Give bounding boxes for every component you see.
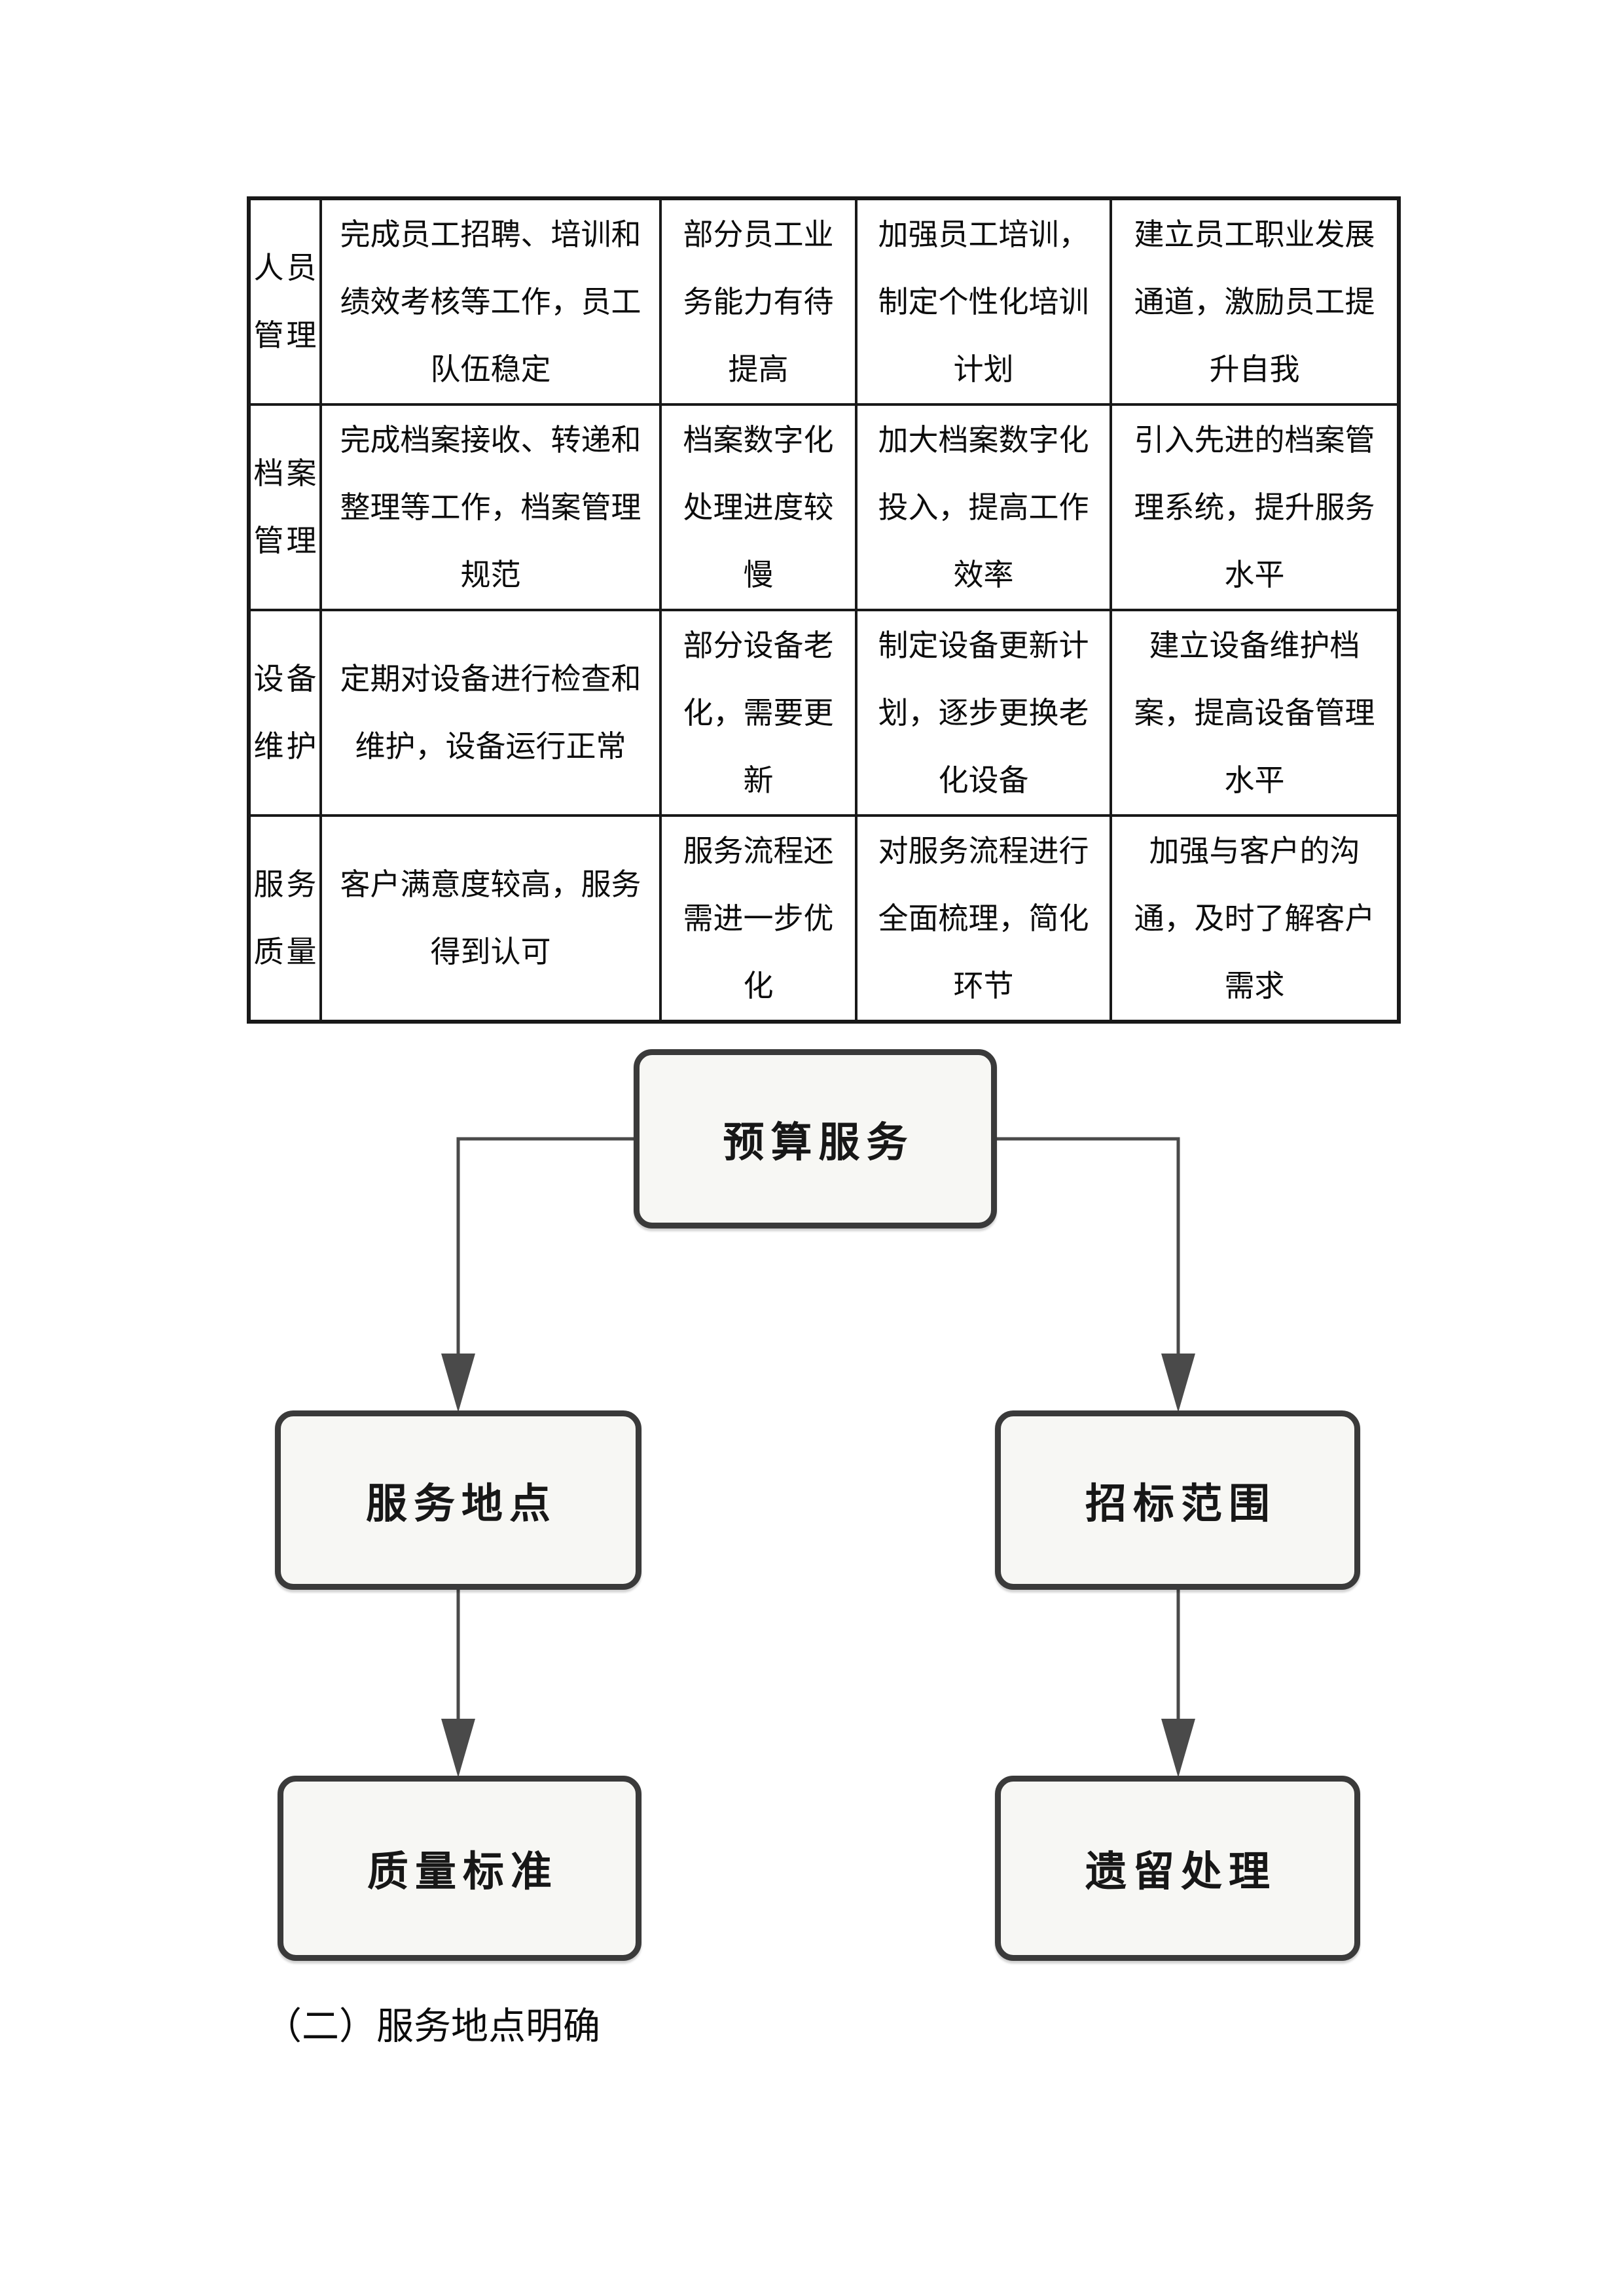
arrowhead-left-branch <box>441 1354 475 1412</box>
measure-cell: 制定设备更新计 划，逐步更换老 化设备 <box>857 611 1110 814</box>
plan-text: 加强与客户的沟 通，及时了解客户 需求 <box>1134 834 1375 1003</box>
row-category-cell: 服务 质量 <box>251 817 319 1020</box>
measure-cell: 对服务流程进行 全面梳理，简化 环节 <box>857 817 1110 1020</box>
plan-cell: 引入先进的档案管 理系统，提升服务 水平 <box>1112 406 1397 609</box>
measure-text: 加大档案数字化 投入，提高工作 效率 <box>878 423 1089 592</box>
row-category-cell: 档案 管理 <box>251 406 319 609</box>
status-cell: 完成档案接收、转递和 整理等工作，档案管理 规范 <box>322 406 659 609</box>
assessment-table: 人员 管理 完成员工招聘、培训和 绩效考核等工作，员工 队伍稳定 部分员工业 务… <box>247 196 1401 1024</box>
flow-node-leaf-right-label: 遗留处理 <box>1085 1849 1276 1895</box>
arrowhead-right-leaf <box>1161 1719 1195 1778</box>
flow-node-leaf-left-label: 质量标准 <box>367 1849 558 1895</box>
plan-text: 建立设备维护档 案，提高设备管理 水平 <box>1134 628 1375 797</box>
plan-cell: 建立设备维护档 案，提高设备管理 水平 <box>1112 611 1397 814</box>
connector-root-to-right <box>997 1137 1180 1354</box>
issue-text: 部分员工业 务能力有待 提高 <box>683 217 834 386</box>
flow-node-branch-right-label: 招标范围 <box>1085 1480 1276 1527</box>
section-heading: （二）服务地点明确 <box>264 2006 600 2047</box>
row-category-cell: 设备 维护 <box>251 611 319 814</box>
plan-cell: 建立员工职业发展 通道，激励员工提 升自我 <box>1112 200 1397 403</box>
flowchart-connectors <box>441 1137 1195 1778</box>
measure-cell: 加强员工培训， 制定个性化培训 计划 <box>857 200 1110 403</box>
issue-cell: 部分设备老 化，需要更 新 <box>662 611 855 814</box>
measure-cell: 加大档案数字化 投入，提高工作 效率 <box>857 406 1110 609</box>
plan-text: 引入先进的档案管 理系统，提升服务 水平 <box>1134 423 1375 592</box>
issue-text: 服务流程还 需进一步优 化 <box>683 834 834 1003</box>
flow-node-branch-right: 招标范围 <box>995 1410 1360 1590</box>
status-cell: 完成员工招聘、培训和 绩效考核等工作，员工 队伍稳定 <box>322 200 659 403</box>
status-text: 完成档案接收、转递和 整理等工作，档案管理 规范 <box>340 423 641 592</box>
row-category-label: 人员 管理 <box>253 251 317 352</box>
status-text: 定期对设备进行检查和 维护，设备运行正常 <box>340 662 641 763</box>
arrowhead-right-branch <box>1161 1354 1195 1412</box>
issue-cell: 部分员工业 务能力有待 提高 <box>662 200 855 403</box>
measure-text: 对服务流程进行 全面梳理，简化 环节 <box>878 834 1089 1003</box>
flow-node-root-label: 预算服务 <box>723 1119 914 1166</box>
flow-node-leaf-right: 遗留处理 <box>995 1776 1360 1961</box>
issue-cell: 档案数字化 处理进度较 慢 <box>662 406 855 609</box>
plan-text: 建立员工职业发展 通道，激励员工提 升自我 <box>1134 217 1375 386</box>
status-text: 客户满意度较高，服务 得到认可 <box>340 868 641 969</box>
measure-text: 加强员工培训， 制定个性化培训 计划 <box>878 217 1089 386</box>
issue-text: 档案数字化 处理进度较 慢 <box>683 423 834 592</box>
status-text: 完成员工招聘、培训和 绩效考核等工作，员工 队伍稳定 <box>340 217 641 386</box>
flow-node-branch-left: 服务地点 <box>275 1410 641 1590</box>
row-category-label: 设备 维护 <box>253 662 317 763</box>
flow-node-root: 预算服务 <box>634 1049 997 1229</box>
flow-node-leaf-left: 质量标准 <box>278 1776 641 1961</box>
row-category-cell: 人员 管理 <box>251 200 319 403</box>
issue-cell: 服务流程还 需进一步优 化 <box>662 817 855 1020</box>
row-category-label: 档案 管理 <box>253 457 317 558</box>
status-cell: 客户满意度较高，服务 得到认可 <box>322 817 659 1020</box>
connector-root-to-left <box>456 1137 634 1354</box>
measure-text: 制定设备更新计 划，逐步更换老 化设备 <box>878 628 1089 797</box>
row-category-label: 服务 质量 <box>253 868 317 969</box>
plan-cell: 加强与客户的沟 通，及时了解客户 需求 <box>1112 817 1397 1020</box>
arrowhead-left-leaf <box>441 1719 475 1778</box>
issue-text: 部分设备老 化，需要更 新 <box>683 628 834 797</box>
flow-node-branch-left-label: 服务地点 <box>366 1480 557 1527</box>
status-cell: 定期对设备进行检查和 维护，设备运行正常 <box>322 611 659 814</box>
